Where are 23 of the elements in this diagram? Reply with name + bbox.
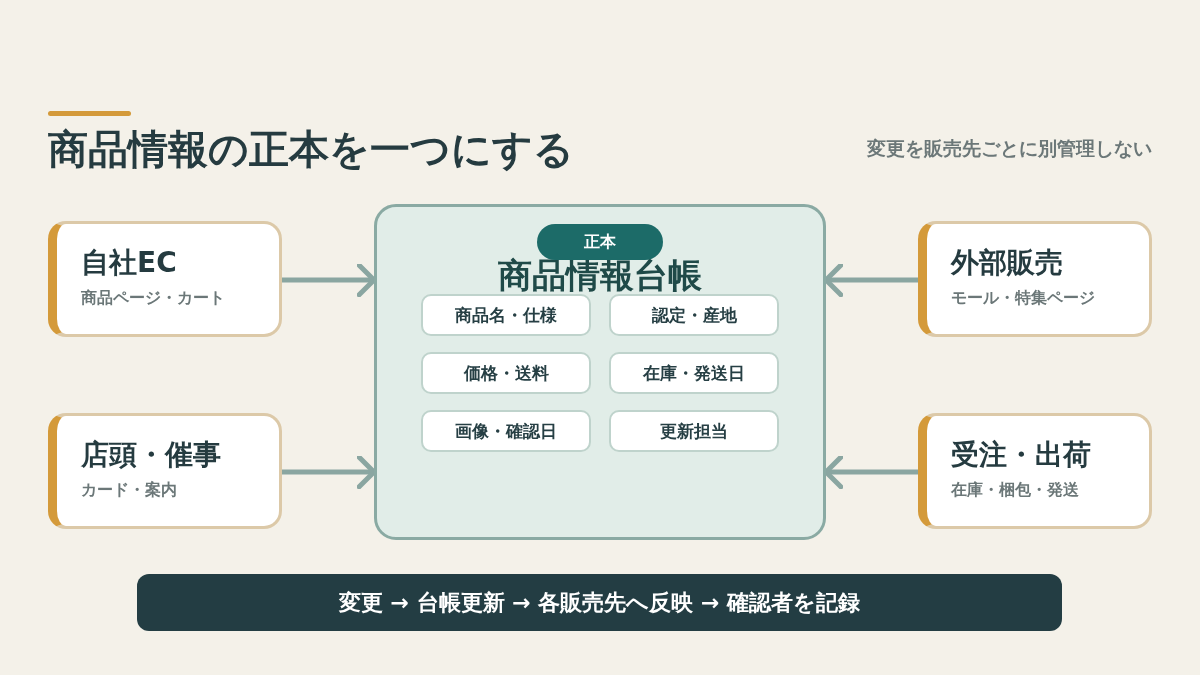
ledger-panel	[374, 204, 826, 540]
channel-card	[918, 413, 1152, 529]
card-subtitle: 在庫・梱包・発送	[951, 480, 1079, 501]
field-box: 価格・送料	[421, 352, 591, 394]
field-box: 更新担当	[609, 410, 779, 452]
title: 商品情報の正本を一つにする	[48, 125, 574, 174]
flow-banner: 変更 → 台帳更新 → 各販売先へ反映 → 確認者を記録	[137, 574, 1062, 631]
field-box: 認定・産地	[609, 294, 779, 336]
channel-card	[48, 221, 282, 337]
card-heading: 受注・出荷	[951, 437, 1091, 473]
channel-card	[918, 221, 1152, 337]
badge: 正本	[537, 224, 663, 260]
card-subtitle: カード・案内	[81, 480, 177, 501]
card-heading: 自社EC	[81, 245, 177, 281]
field-box: 在庫・発送日	[609, 352, 779, 394]
field-box: 画像・確認日	[421, 410, 591, 452]
card-subtitle: モール・特集ページ	[951, 288, 1095, 309]
card-subtitle: 商品ページ・カート	[81, 288, 225, 309]
card-heading: 店頭・催事	[81, 437, 221, 473]
channel-card	[48, 413, 282, 529]
card-heading: 外部販売	[951, 245, 1063, 281]
field-box: 商品名・仕様	[421, 294, 591, 336]
subtitle-note: 変更を販売先ごとに別管理しない	[867, 136, 1152, 161]
